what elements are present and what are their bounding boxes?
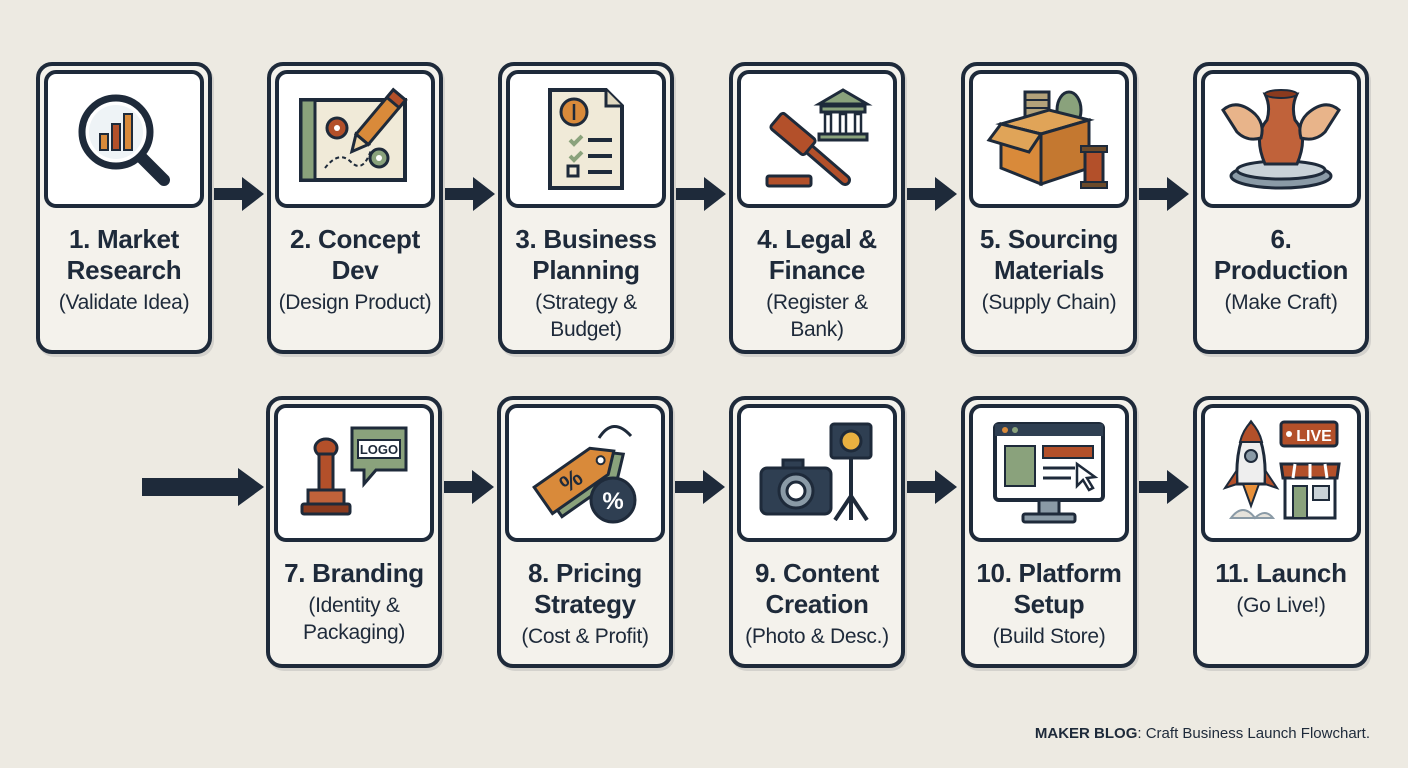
flow-arrow (907, 177, 957, 211)
step-icon-panel (506, 70, 666, 208)
step-icon-panel: LIVE (1201, 404, 1361, 542)
step-subtitle: (Register & Bank) (766, 291, 868, 341)
step-subtitle: (Make Craft) (1224, 291, 1338, 314)
budget-document-icon (548, 88, 624, 190)
step-icon-panel (969, 70, 1129, 208)
step-subtitle: (Go Live!) (1236, 594, 1326, 617)
step-card-7: LOGO 7. Branding (Identity & Packaging) (266, 396, 442, 668)
step-card-8: % % 8. Pricing Strategy (Cost & Profit) (497, 396, 673, 668)
step-subtitle: (Strategy & Budget) (535, 291, 637, 341)
step-icon-panel (275, 70, 435, 208)
step-subtitle: (Build Store) (992, 625, 1106, 648)
step-text: 11. Launch (Go Live!) (1197, 558, 1365, 619)
step-icon-panel (1201, 70, 1361, 208)
flow-arrow (907, 470, 957, 504)
blog-caption: MAKER BLOG: Craft Business Launch Flowch… (1035, 725, 1370, 742)
step-card-11: LIVE 11. Launch (Go Live!) (1193, 396, 1369, 668)
step-icon-panel (737, 70, 897, 208)
step-title: 3. Business Planning (515, 224, 657, 285)
step-card-10: 10. Platform Setup (Build Store) (961, 396, 1137, 668)
step-title: 11. Launch (1215, 558, 1347, 588)
step-card-5: 5. Sourcing Materials (Supply Chain) (961, 62, 1137, 354)
flow-arrow-continue (142, 468, 264, 506)
step-text: 4. Legal & Finance (Register & Bank) (733, 224, 901, 343)
web-store-icon (993, 422, 1105, 524)
step-text: 8. Pricing Strategy (Cost & Profit) (501, 558, 669, 650)
step-text: 10. Platform Setup (Build Store) (965, 558, 1133, 650)
magnifier-chart-icon (78, 94, 170, 186)
flow-arrow (1139, 470, 1189, 504)
materials-box-icon (986, 90, 1108, 189)
step-text: 9. Content Creation (Photo & Desc.) (733, 558, 901, 650)
step-icon-panel (969, 404, 1129, 542)
step-text: 6. Production (Make Craft) (1197, 224, 1365, 316)
flow-arrow (444, 470, 494, 504)
live-badge: LIVE (1296, 428, 1332, 445)
step-subtitle: (Design Product) (278, 291, 432, 314)
flow-arrow (445, 177, 495, 211)
caption-label: MAKER BLOG (1034, 725, 1138, 742)
step-card-6: 6. Production (Make Craft) (1193, 62, 1369, 354)
step-subtitle: (Identity & Packaging) (302, 594, 406, 644)
step-title: 10. Platform Setup (976, 558, 1122, 619)
step-icon-panel (44, 70, 204, 208)
svg-text:LOGO: LOGO (360, 442, 398, 457)
step-icon-panel: % % (505, 404, 665, 542)
rocket-shop-icon: LIVE (1222, 419, 1341, 520)
step-card-1: 1. Market Research (Validate Idea) (36, 62, 212, 354)
pottery-wheel-icon (1221, 89, 1341, 190)
step-subtitle: (Cost & Profit) (521, 625, 649, 648)
logo-stamp-icon: LOGO (300, 426, 408, 516)
flow-arrow (675, 470, 725, 504)
step-text: 1. Market Research (Validate Idea) (40, 224, 208, 316)
step-title: 1. Market Research (66, 224, 182, 285)
flow-arrow (676, 177, 726, 211)
flow-arrow (214, 177, 264, 211)
caption-text: : Craft Business Launch Flowchart. (1137, 725, 1370, 742)
step-card-2: 2. Concept Dev (Design Product) (267, 62, 443, 354)
step-icon-panel (737, 404, 897, 542)
step-subtitle: (Supply Chain) (981, 291, 1117, 314)
step-title: 4. Legal & Finance (757, 224, 877, 285)
step-text: 3. Business Planning (Strategy & Budget) (502, 224, 670, 343)
step-icon-panel: LOGO (274, 404, 434, 542)
step-title: 8. Pricing Strategy (527, 558, 643, 619)
flow-arrow (1139, 177, 1189, 211)
step-subtitle: (Validate Idea) (58, 291, 190, 314)
step-card-4: 4. Legal & Finance (Register & Bank) (729, 62, 905, 354)
step-title: 7. Branding (284, 558, 424, 588)
blueprint-pencil-icon (299, 87, 408, 182)
step-title: 2. Concept Dev (290, 224, 420, 285)
step-text: 7. Branding (Identity & Packaging) (270, 558, 438, 646)
step-card-9: 9. Content Creation (Photo & Desc.) (729, 396, 905, 668)
step-subtitle: (Photo & Desc.) (745, 625, 889, 648)
step-title: 5. Sourcing Materials (979, 224, 1119, 285)
camera-light-icon (759, 422, 873, 522)
step-text: 2. Concept Dev (Design Product) (271, 224, 439, 316)
step-title: 9. Content Creation (754, 558, 880, 619)
step-title: 6. Production (1213, 224, 1349, 285)
step-card-3: 3. Business Planning (Strategy & Budget) (498, 62, 674, 354)
gavel-bank-icon (765, 88, 873, 188)
price-tag-icon: % % (532, 425, 637, 524)
step-text: 5. Sourcing Materials (Supply Chain) (965, 224, 1133, 316)
svg-text:%: % (602, 488, 623, 515)
